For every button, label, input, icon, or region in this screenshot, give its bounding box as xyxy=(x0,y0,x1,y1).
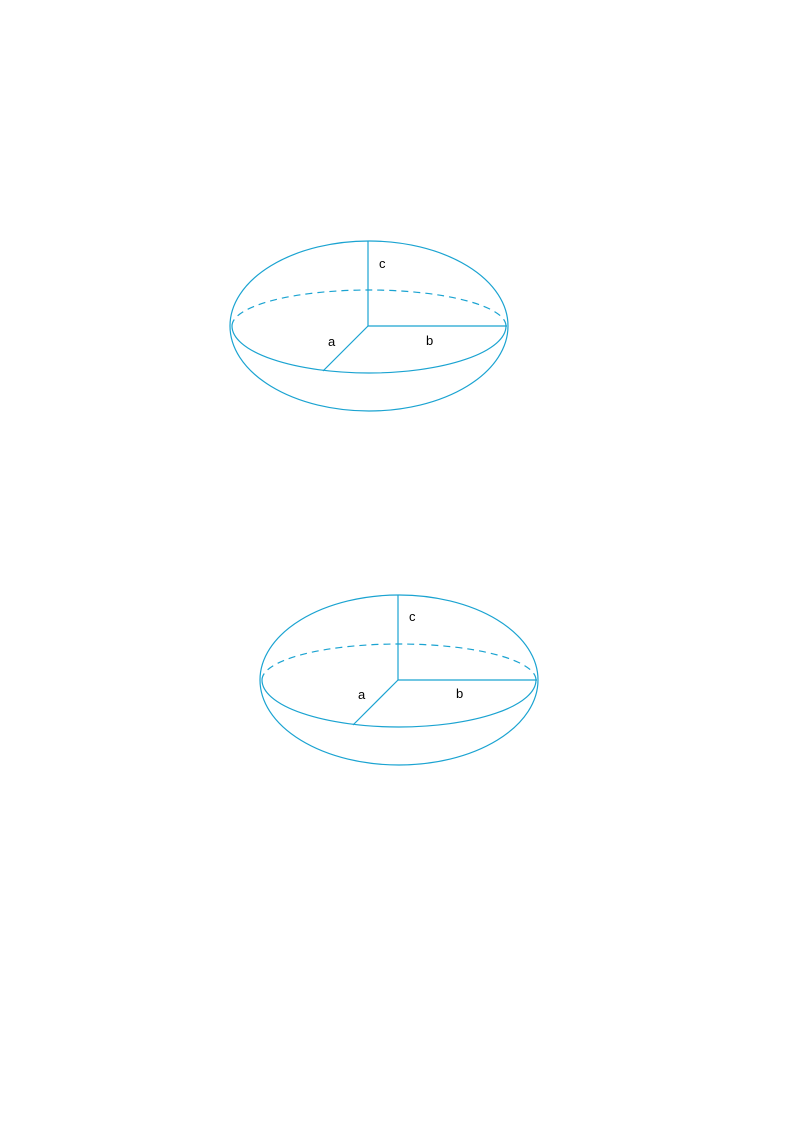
ellipsoid-outline xyxy=(259,594,539,766)
label-a: a xyxy=(358,687,366,702)
semi-axis-a xyxy=(322,325,369,372)
equator-front-arc xyxy=(231,325,507,374)
label-c: c xyxy=(409,609,416,624)
ellipsoid-outline xyxy=(229,240,509,412)
equator-front-arc xyxy=(261,679,537,728)
ellipsoid-diagram-1: c b a xyxy=(229,240,509,412)
label-a: a xyxy=(328,334,336,349)
label-b: b xyxy=(456,686,463,701)
equator-back-arc-dashed xyxy=(231,289,507,327)
label-c: c xyxy=(379,256,386,271)
label-b: b xyxy=(426,333,433,348)
semi-axis-a xyxy=(352,679,399,726)
ellipsoid-diagram-2: c b a xyxy=(259,594,539,766)
equator-back-arc-dashed xyxy=(261,643,537,681)
